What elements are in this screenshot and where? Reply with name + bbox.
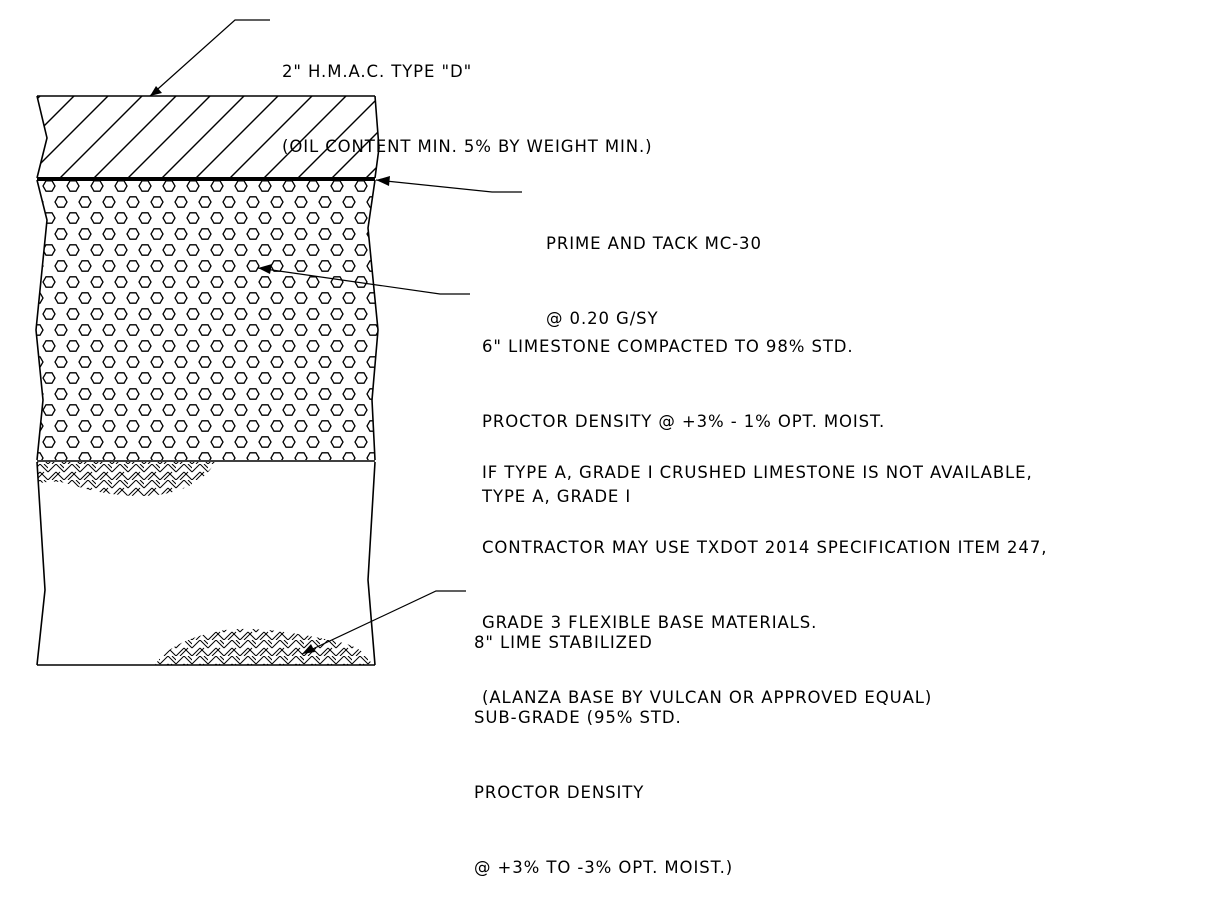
subgrade-note-line: PROCTOR DENSITY: [474, 783, 645, 802]
limestone-base-layer: [35, 179, 379, 462]
subgrade-note-line: @ +3% TO -3% OPT. MOIST.): [474, 858, 734, 877]
alternate-note-line: CONTRACTOR MAY USE TXDOT 2014 SPECIFICAT…: [482, 538, 1048, 557]
leader-subgrade: [301, 590, 466, 655]
lime-subgrade-layer: [36, 461, 376, 666]
hmac-note-line: (OIL CONTENT MIN. 5% BY WEIGHT MIN.): [282, 137, 653, 156]
limestone-note-line: 6" LIMESTONE COMPACTED TO 98% STD.: [482, 337, 854, 356]
prime-note-line: PRIME AND TACK MC-30: [546, 234, 762, 253]
limestone-note-line: TYPE A, GRADE I: [482, 487, 632, 506]
subgrade-note: 8" LIME STABILIZED SUB-GRADE (95% STD. P…: [474, 580, 733, 905]
leader-prime: [375, 176, 522, 193]
hmac-layer: [36, 95, 380, 179]
pavement-section-drawing: [35, 19, 522, 666]
leader-limestone: [257, 264, 470, 295]
limestone-note: 6" LIMESTONE COMPACTED TO 98% STD. PROCT…: [482, 284, 885, 534]
subgrade-note-line: SUB-GRADE (95% STD.: [474, 708, 682, 727]
alternate-note-line: GRADE 3 FLEXIBLE BASE MATERIALS.: [482, 613, 818, 632]
leader-hmac: [149, 19, 270, 97]
limestone-note-line: PROCTOR DENSITY @ +3% - 1% OPT. MOIST.: [482, 412, 886, 431]
prime-note: PRIME AND TACK MC-30 @ 0.20 G/SY: [546, 181, 762, 356]
hmac-note-line: 2" H.M.A.C. TYPE "D": [282, 62, 473, 81]
hmac-note: 2" H.M.A.C. TYPE "D" (OIL CONTENT MIN. 5…: [282, 9, 653, 184]
limestone-alternate-note: IF TYPE A, GRADE I CRUSHED LIMESTONE IS …: [482, 410, 1047, 735]
alternate-note-line: (ALANZA BASE BY VULCAN OR APPROVED EQUAL…: [482, 688, 933, 707]
subgrade-note-line: 8" LIME STABILIZED: [474, 633, 653, 652]
alternate-note-line: IF TYPE A, GRADE I CRUSHED LIMESTONE IS …: [482, 463, 1033, 482]
prime-note-line: @ 0.20 G/SY: [546, 309, 659, 328]
